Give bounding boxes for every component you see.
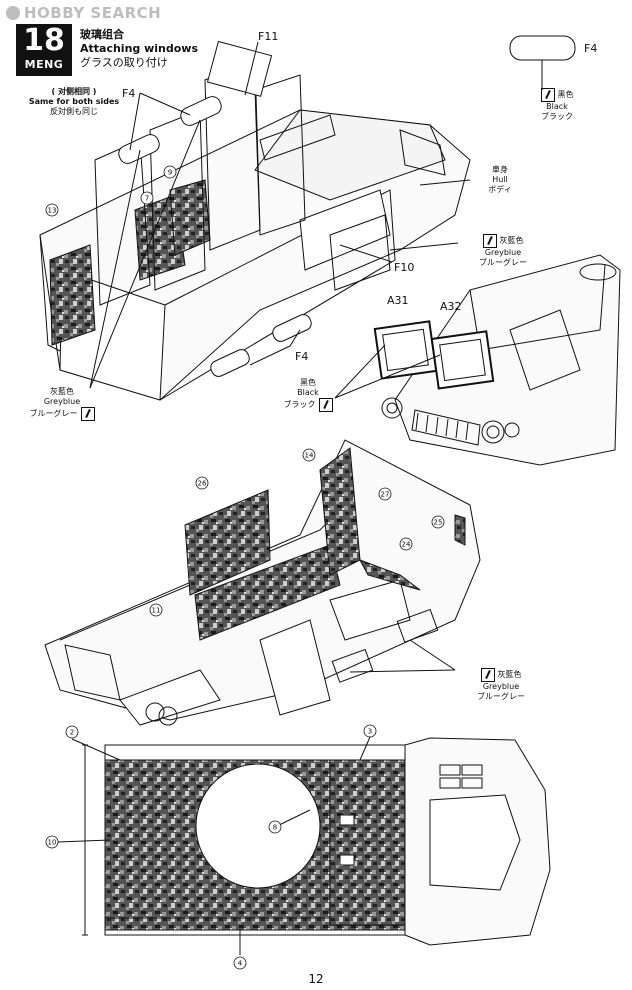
paint-brush-icon	[480, 668, 495, 682]
camo-panel-25	[454, 514, 466, 546]
label-f4-mid: F4	[295, 350, 308, 363]
page-number: 12	[308, 972, 324, 986]
camo-panel-11	[194, 544, 341, 641]
paint-brush-icon	[540, 88, 555, 102]
camo-panel-13	[49, 244, 96, 346]
paint-greyblue-left: 灰藍色 Greyblue ブルーグレー	[22, 387, 102, 421]
title-zh: 玻璃组合	[80, 28, 124, 41]
paint-brush-icon	[318, 398, 333, 412]
camo-panel-24	[358, 559, 421, 591]
callout-10: 10	[48, 839, 57, 847]
watermark: HOBBY SEARCH	[6, 4, 161, 22]
label-a32: A32	[440, 300, 462, 313]
callout-7: 7	[145, 195, 149, 203]
callout-9: 9	[168, 169, 172, 177]
step-number: 18	[23, 23, 65, 58]
callout-25: 25	[434, 519, 443, 527]
callout-3: 3	[368, 728, 372, 736]
part-f4-window	[509, 35, 576, 61]
interior-hull-drawing	[44, 439, 481, 726]
plan-view-drawing	[82, 737, 551, 946]
paint-brush-icon	[80, 407, 95, 421]
title-en: Attaching windows	[80, 42, 199, 55]
callout-8: 8	[273, 824, 277, 832]
label-a31: A31	[387, 294, 409, 307]
callout-14: 14	[305, 452, 314, 460]
callout-4: 4	[238, 960, 243, 968]
callout-13: 13	[48, 207, 57, 215]
paint-black-top: 黑色 Black ブラック	[540, 88, 574, 121]
callout-2: 2	[70, 729, 74, 737]
paint-greyblue-right: 灰藍色 Greyblue ブルーグレー	[479, 234, 527, 267]
camo-panel-26	[184, 489, 271, 596]
callout-11: 11	[152, 607, 161, 615]
label-f10: F10	[394, 261, 414, 274]
same-both-sides-note: ( 对侧相同 ) Same for both sides 反対側も同じ	[28, 87, 120, 116]
callout-27: 27	[381, 491, 390, 499]
brand-label: MENG	[24, 58, 64, 71]
callout-26: 26	[198, 480, 207, 488]
paint-greyblue-bottom: 灰藍色 Greyblue ブルーグレー	[477, 668, 525, 701]
paint-black-mid: 黑色 Black ブラック	[278, 378, 338, 412]
step-title: 玻璃组合 Attaching windows グラスの取り付け	[80, 28, 198, 70]
label-f4-left: F4	[122, 87, 135, 100]
logo-icon	[6, 6, 20, 20]
step-badge: 18 MENG	[16, 24, 72, 76]
label-f11: F11	[258, 30, 278, 43]
top-hull-drawing	[39, 40, 471, 401]
title-ja: グラスの取り付け	[80, 56, 168, 69]
label-f4-top: F4	[584, 42, 597, 55]
callout-24: 24	[402, 541, 411, 549]
hull-label: 車身 Hull ボディ	[488, 165, 512, 194]
paint-brush-icon	[482, 234, 497, 248]
front-vehicle-drawing	[373, 254, 621, 466]
